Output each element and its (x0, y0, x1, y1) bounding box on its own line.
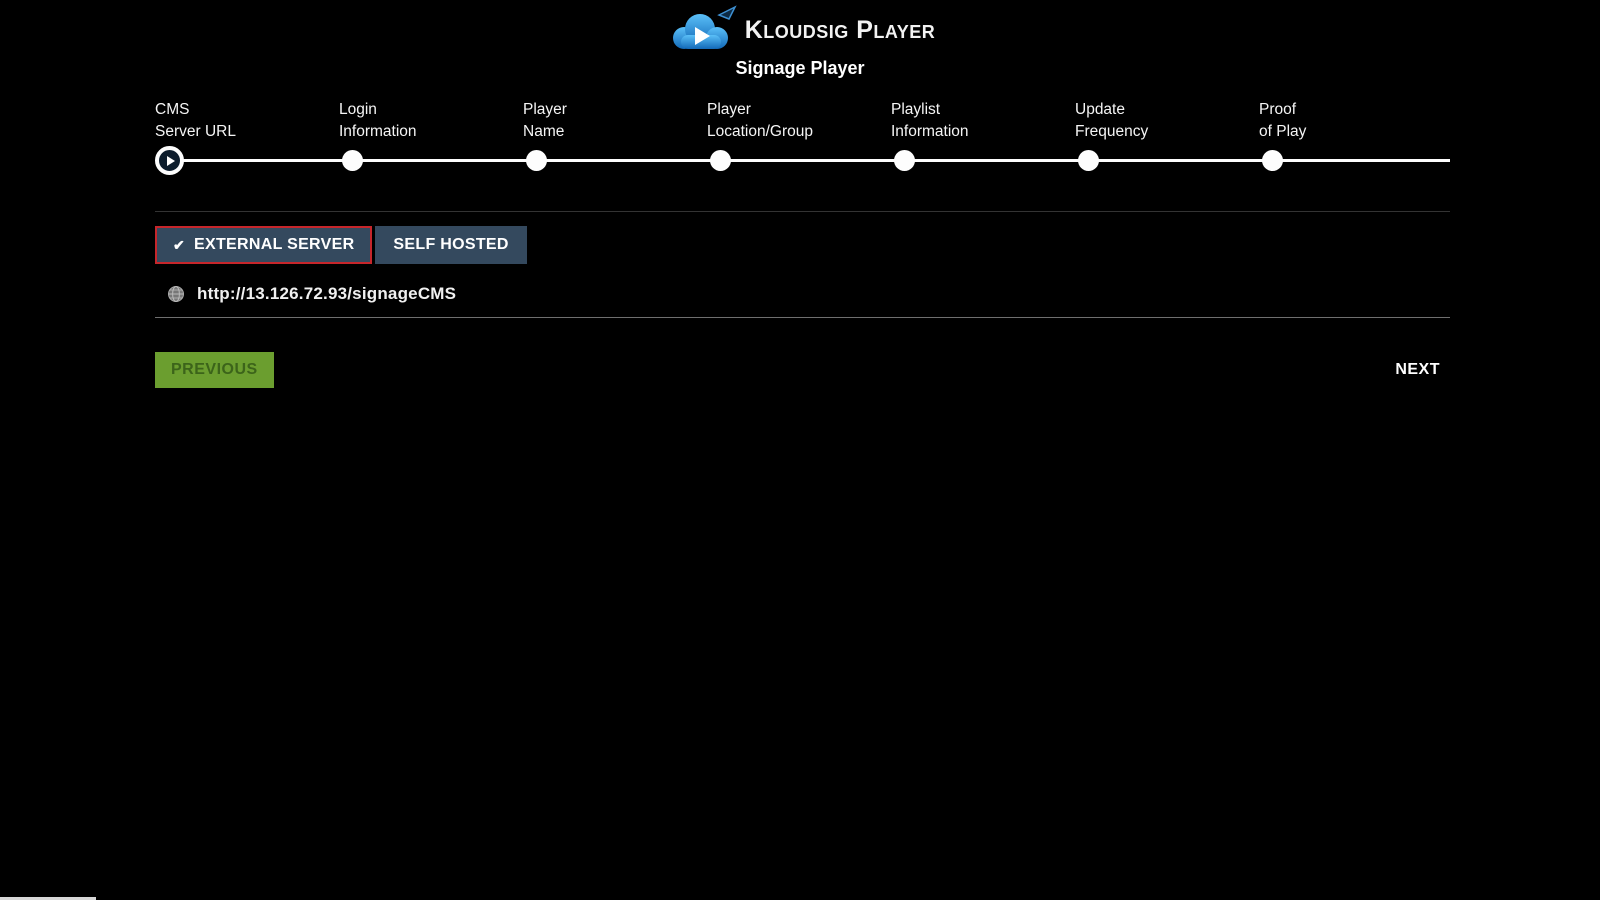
section-divider (155, 211, 1450, 212)
step-circle-update-frequency (1078, 150, 1099, 171)
step-circle-cms-server-url (155, 146, 184, 175)
step-circle-player-location-group (710, 150, 731, 171)
app-subtitle: Signage Player (735, 58, 865, 78)
tab-self-hosted[interactable]: SELF HOSTED (375, 226, 527, 264)
server-type-tabs: ✔ EXTERNAL SERVER SELF HOSTED (155, 226, 1600, 264)
step-label-playlist-information: Playlist Information (891, 101, 969, 141)
cms-server-url-input[interactable] (197, 284, 1442, 304)
step-label-cms-server-url: CMS Server URL (155, 101, 236, 141)
step-label-update-frequency: Update Frequency (1075, 101, 1149, 141)
step-circle-player-name (526, 150, 547, 171)
wizard-actions: PREVIOUS NEXT (155, 352, 1450, 388)
step-label-player-location-group: Player Location/Group (707, 101, 813, 141)
play-icon (167, 155, 175, 166)
step-circle-playlist-information (894, 150, 915, 171)
checkmark-icon: ✔ (173, 236, 186, 253)
step-circle-proof-of-play (1262, 150, 1283, 171)
next-button[interactable]: NEXT (1395, 361, 1450, 379)
step-label-proof-of-play: Proof of Play (1259, 101, 1307, 141)
cloud-play-logo-icon (665, 5, 737, 55)
stepper-track-line (168, 159, 1450, 162)
brand-name: Kloudsig Player (744, 15, 936, 44)
step-label-login-information: Login Information (339, 101, 417, 141)
bottom-edge-artifact (0, 897, 96, 900)
tab-external-server-label: EXTERNAL SERVER (194, 236, 355, 253)
setup-wizard-stepper: CMS Server URL Login Information Player … (155, 99, 1450, 197)
step-label-player-name: Player Name (523, 101, 567, 141)
cms-url-field-row (155, 274, 1450, 318)
previous-button[interactable]: PREVIOUS (155, 352, 274, 388)
globe-icon (167, 285, 185, 303)
tab-external-server[interactable]: ✔ EXTERNAL SERVER (155, 226, 373, 264)
tab-self-hosted-label: SELF HOSTED (393, 236, 509, 253)
step-circle-login-information (342, 150, 363, 171)
app-header: Kloudsig Player (0, 0, 1600, 52)
